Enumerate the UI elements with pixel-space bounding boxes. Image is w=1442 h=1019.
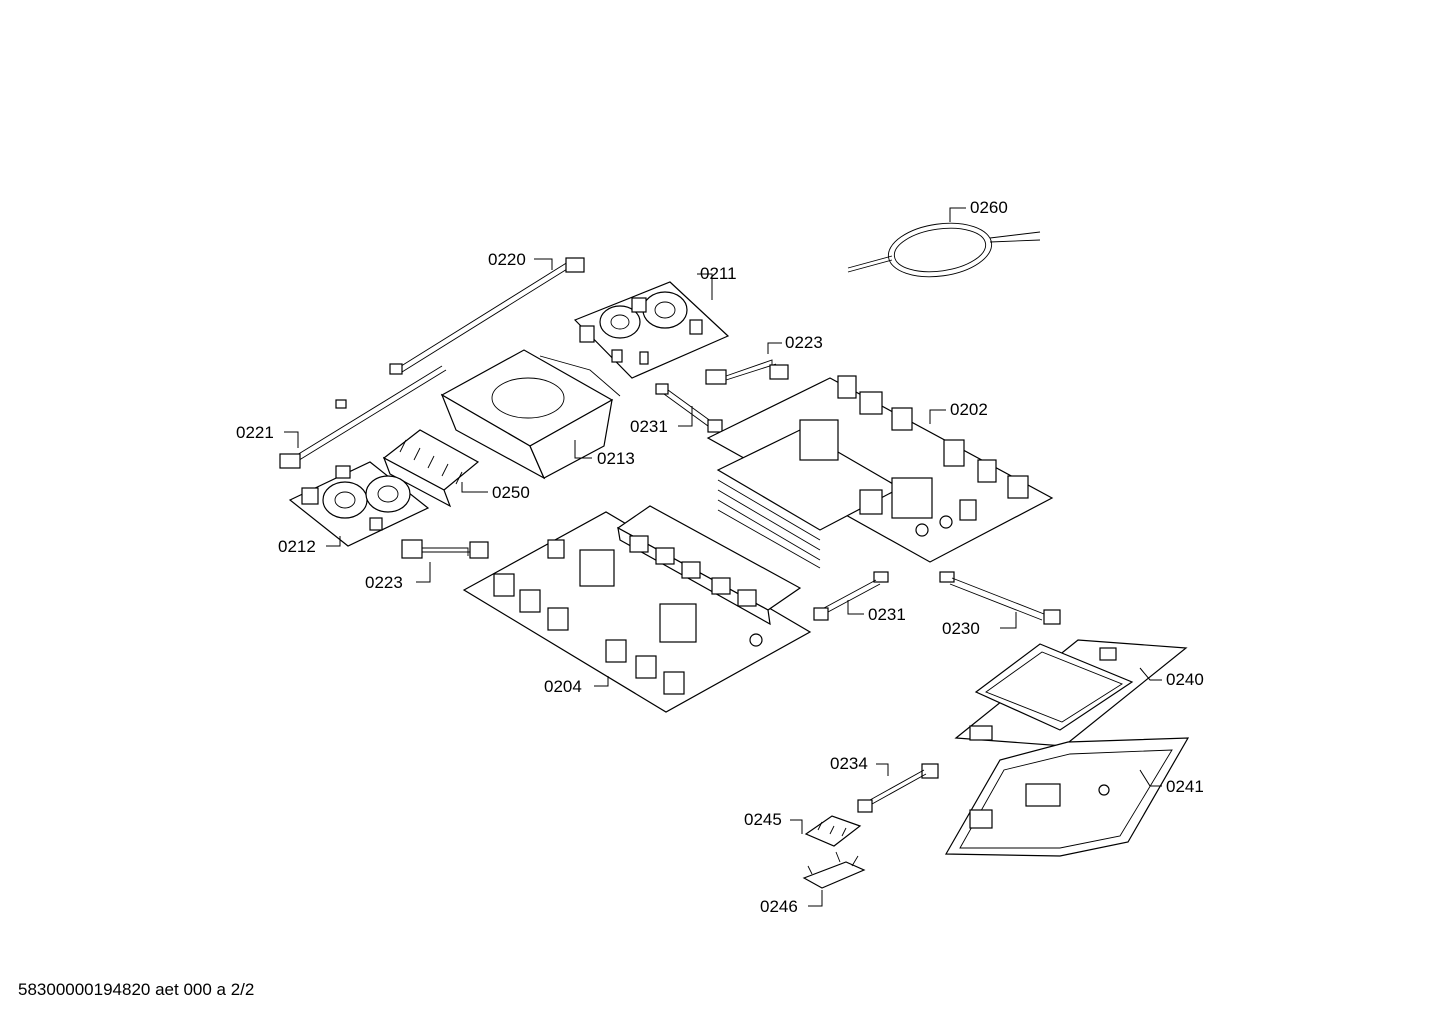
part-0231-cable-upper [655, 383, 723, 433]
label-0212: 0212 [278, 537, 316, 556]
part-0246-clip [802, 851, 866, 889]
label-0250: 0250 [492, 483, 530, 502]
label-0260: 0260 [970, 198, 1008, 217]
leader-0241 [1139, 769, 1162, 787]
label-0221: 0221 [236, 423, 274, 442]
leader-0223a [767, 342, 782, 354]
leader-0234 [876, 763, 889, 776]
label-0234: 0234 [830, 754, 868, 773]
document-id-footer: 58300000194820 aet 000 a 2/2 [18, 980, 255, 999]
part-0213-coil [440, 349, 621, 480]
leader-0245 [790, 819, 803, 834]
label-0245: 0245 [744, 810, 782, 829]
label-0223-lower: 0223 [365, 573, 403, 592]
leader-0231a [678, 406, 693, 427]
part-0241-carrier [944, 737, 1190, 857]
label-0241: 0241 [1166, 777, 1204, 796]
label-0230: 0230 [942, 619, 980, 638]
label-0213: 0213 [597, 449, 635, 468]
part-0245-small-board [804, 815, 862, 847]
leader-0223b [416, 562, 431, 583]
leader-0211 [697, 273, 713, 300]
part-0250-terminal-block [382, 429, 480, 508]
label-0231-upper: 0231 [630, 417, 668, 436]
leader-0204 [594, 676, 609, 687]
leader-0240 [1139, 667, 1162, 681]
leader-0246 [808, 890, 823, 907]
part-0221-wire [279, 365, 447, 469]
leader-0213 [574, 440, 592, 459]
part-0211-filter-board [573, 281, 730, 379]
label-0204: 0204 [544, 677, 582, 696]
label-0223-upper: 0223 [785, 333, 823, 352]
leader-0231b [847, 600, 864, 615]
part-0230-cable [939, 571, 1061, 625]
leader-0220 [534, 258, 553, 270]
part-0260-cable [847, 222, 1041, 278]
label-0211: 0211 [700, 264, 737, 283]
leader-0202 [929, 409, 946, 424]
leader-0230 [1000, 612, 1017, 629]
leader-0221 [284, 431, 299, 448]
part-0234-ribbon-cable [857, 763, 939, 813]
part-0220-wire [389, 257, 585, 375]
part-0223-cable-upper [705, 359, 789, 385]
leader-0212 [326, 536, 341, 547]
leader-0260 [949, 207, 966, 222]
part-0204-power-board [462, 505, 812, 713]
part-0202-power-board [706, 375, 1054, 569]
label-0220: 0220 [488, 250, 526, 269]
label-0231-lower: 0231 [868, 605, 906, 624]
leader-0250 [461, 482, 488, 493]
label-0202: 0202 [950, 400, 988, 419]
part-0231-cable-lower [813, 571, 889, 621]
part-0240-control-module [954, 639, 1188, 747]
part-0223-cable-lower [401, 539, 489, 559]
part-0212-filter-board [288, 461, 430, 547]
label-0240: 0240 [1166, 670, 1204, 689]
label-0246: 0246 [760, 897, 798, 916]
